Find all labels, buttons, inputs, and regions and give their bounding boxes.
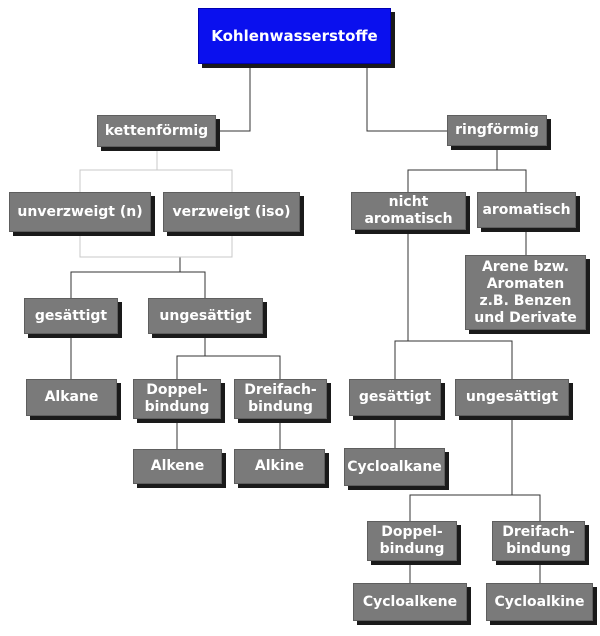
node-doppelbindung-ring: Doppel- bindung — [367, 521, 457, 561]
node-nicht-aromatisch: nicht aromatisch — [351, 192, 466, 230]
node-ungesaettigt-ring: ungesättigt — [455, 379, 569, 416]
connector-root-kettenfoermig — [218, 64, 251, 132]
connector-ringungesaettigt-dreifach — [512, 494, 541, 521]
connector-ungesaettigt-dreifach — [205, 355, 281, 379]
connector-nichtaromatisch-gesaettigt — [394, 230, 409, 379]
connector-kette-verzweigt — [157, 169, 233, 192]
connector-unverzweigt-verzweigt-merge — [79, 232, 233, 258]
node-gesaettigt-kette: gesättigt — [24, 298, 118, 334]
connector-ringungesaettigt-doppel — [409, 416, 513, 521]
node-arene: Arene bzw. Aromaten z.B. Benzen und Deri… — [465, 255, 586, 330]
connector-root-ringfoermig — [366, 64, 447, 132]
node-alkine: Alkine — [234, 449, 325, 484]
node-cycloalkane: Cycloalkane — [344, 448, 445, 486]
node-cycloalkene: Cycloalkene — [353, 583, 467, 621]
node-doppelbindung-kette: Doppel- bindung — [133, 379, 221, 419]
node-kettenfoermig: kettenförmig — [97, 115, 216, 147]
node-ungesaettigt-kette: ungesättigt — [148, 298, 263, 334]
connector-ring-aromatisch — [497, 169, 527, 192]
connector-nichtaromatisch-ungesaettigt — [395, 340, 513, 379]
node-dreifachbindung-kette: Dreifach- bindung — [234, 379, 327, 419]
connector-ungesaettigt-doppel — [176, 334, 206, 379]
connector-kette-unverzweigt — [79, 147, 158, 192]
node-ringfoermig: ringförmig — [447, 115, 547, 146]
node-alkane: Alkane — [26, 379, 117, 416]
node-aromatisch: aromatisch — [477, 192, 576, 228]
node-dreifachbindung-ring: Dreifach- bindung — [492, 521, 585, 561]
connector-merge-ungesaettigt — [180, 271, 206, 298]
node-alkene: Alkene — [133, 449, 222, 484]
node-kohlenwasserstoffe: Kohlenwasserstoffe — [198, 8, 391, 64]
node-verzweigt: verzweigt (iso) — [163, 192, 300, 232]
node-unverzweigt: unverzweigt (n) — [9, 192, 151, 232]
node-gesaettigt-ring: gesättigt — [349, 379, 441, 416]
node-cycloalkine: Cycloalkine — [486, 583, 593, 621]
connector-ring-nichtaromatisch — [407, 146, 498, 192]
connector-merge-gesaettigt — [70, 257, 181, 298]
